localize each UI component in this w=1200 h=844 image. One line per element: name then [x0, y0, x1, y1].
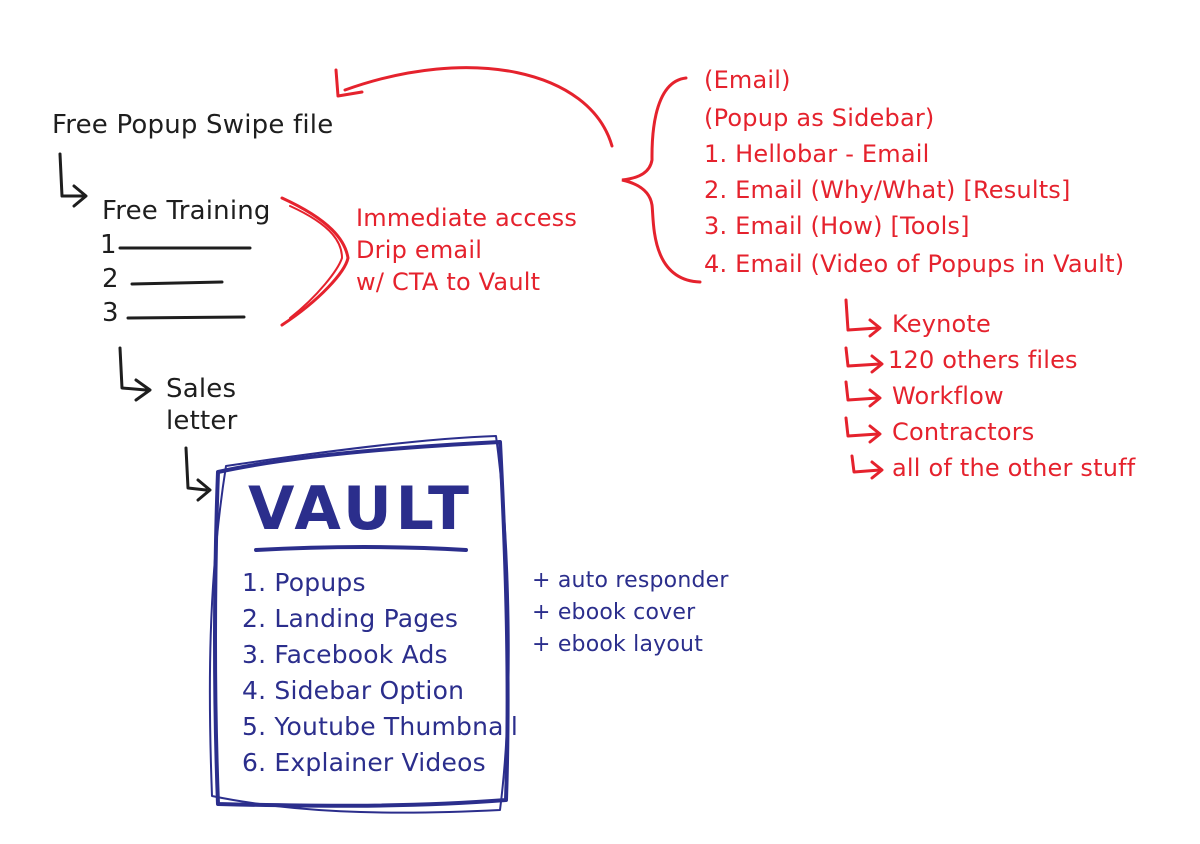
vault-extra-1: Keynote [892, 310, 991, 338]
black-hook-arrow-2 [118, 346, 148, 392]
training-note-3: w/ CTA to Vault [356, 268, 541, 296]
red-curly-brace [621, 76, 702, 284]
email-step-0: (Email) [704, 66, 791, 94]
vault-title-underline [254, 545, 468, 552]
sales-letter-line2: letter [166, 406, 238, 436]
vault-extra-5: all of the other stuff [892, 454, 1136, 482]
vault-title: VAULT [248, 474, 473, 544]
email-step-1: (Popup as Sidebar) [704, 104, 935, 132]
vault-item-4: 4. Sidebar Option [242, 676, 465, 705]
vault-item-5: 5. Youtube Thumbnail [242, 712, 518, 741]
swipe-file-label: Free Popup Swipe file [52, 110, 334, 140]
training-item-2: 2 [102, 264, 119, 294]
vault-item-6: 6. Explainer Videos [242, 748, 486, 777]
red-angle-bracket [280, 196, 350, 327]
email-step-5: 4. Email (Video of Popups in Vault) [704, 250, 1125, 278]
black-hook-arrow-3 [184, 446, 208, 492]
vault-box [208, 435, 510, 814]
sales-letter-line1: Sales [166, 374, 237, 404]
training-item-3: 3 [102, 298, 119, 328]
black-hook-arrow-1 [58, 152, 86, 198]
training-note-1: Immediate access [356, 204, 578, 232]
red-arrowhead [334, 68, 364, 98]
vault-extra-4: Contractors [892, 418, 1035, 446]
red-hook-arrows [844, 298, 884, 480]
vault-item-3: 3. Facebook Ads [242, 640, 448, 669]
vault-addon-2: + ebook cover [532, 600, 696, 625]
red-curved-arrow [343, 66, 614, 148]
email-step-2: 1. Hellobar - Email [704, 140, 930, 168]
email-step-3: 2. Email (Why/What) [Results] [704, 176, 1071, 204]
vault-extra-3: Workflow [892, 382, 1004, 410]
training-line-2 [130, 280, 224, 286]
black-arrowhead-2 [134, 378, 152, 402]
training-line-3 [126, 315, 246, 320]
free-training-label: Free Training [102, 196, 271, 226]
training-item-1: 1 [100, 230, 117, 260]
black-arrowhead-1 [72, 184, 88, 208]
email-step-4: 3. Email (How) [Tools] [704, 212, 970, 240]
black-arrowhead-3 [196, 478, 212, 502]
vault-item-1: 1. Popups [242, 568, 366, 597]
vault-addon-1: + auto responder [532, 568, 729, 593]
vault-item-2: 2. Landing Pages [242, 604, 459, 633]
training-note-2: Drip email [356, 236, 483, 264]
vault-addon-3: + ebook layout [532, 632, 704, 657]
vault-extra-2: 120 others files [888, 346, 1078, 374]
